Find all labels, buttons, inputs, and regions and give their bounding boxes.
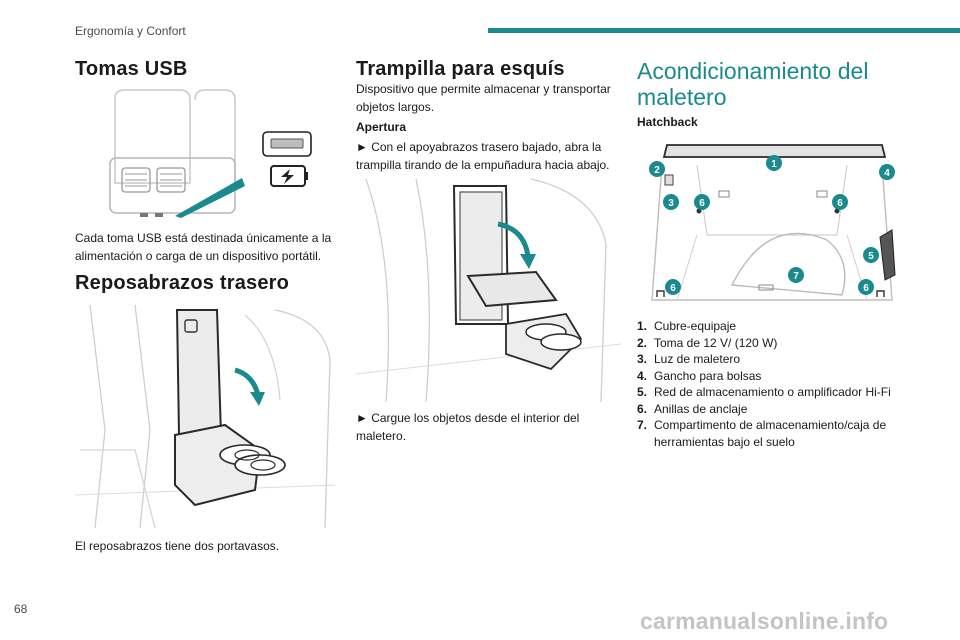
callout-6b: 6 xyxy=(832,194,848,210)
list-item: 2.Toma de 12 V/ (120 W) xyxy=(637,335,778,350)
list-item: 5.Red de almacenamiento o amplificador H… xyxy=(637,385,891,399)
armrest-title: Reposabrazos trasero xyxy=(75,272,290,294)
usb-description: Cada toma USB está destinada únicamente … xyxy=(75,231,332,263)
callout-7: 7 xyxy=(788,267,804,283)
callout-6a: 6 xyxy=(694,194,710,210)
ski-hatch-intro: Dispositivo que permite almacenar y tran… xyxy=(356,82,611,114)
svg-text:3: 3 xyxy=(668,198,674,209)
list-item: 3.Luz de maletero xyxy=(637,352,741,366)
callout-2: 2 xyxy=(649,161,665,177)
callout-6c: 6 xyxy=(665,279,681,295)
load-step: ► Cargue los objetos desde el interior d… xyxy=(356,411,580,443)
list-item: 7.Compartimento de almacenamiento/caja d… xyxy=(637,418,887,449)
watermark: carmanualsonline.info xyxy=(640,608,889,634)
svg-text:2: 2 xyxy=(654,165,660,176)
svg-text:6: 6 xyxy=(837,198,843,209)
callout-3: 3 xyxy=(663,194,679,210)
armrest-description: El reposabrazos tiene dos portavasos. xyxy=(75,539,280,553)
hatchback-subtitle: Hatchback xyxy=(637,115,698,129)
list-item: 4.Gancho para bolsas xyxy=(637,368,762,383)
ski-hatch-title: Trampilla para esquís xyxy=(356,58,565,80)
section-header: Ergonomía y Confort xyxy=(75,24,186,38)
opening-subtitle: Apertura xyxy=(356,120,407,134)
header-accent-bar xyxy=(488,28,960,33)
svg-text:5: 5 xyxy=(868,251,874,262)
list-item: 1.Cubre-equipaje xyxy=(637,319,737,333)
callout-1: 1 xyxy=(766,155,782,171)
callout-6d: 6 xyxy=(858,279,874,295)
svg-text:6: 6 xyxy=(699,198,705,209)
trunk-callouts: 1 2 3 4 5 6 6 7 6 6 xyxy=(637,135,902,315)
trunk-items-list: 1.Cubre-equipaje 2.Toma de 12 V/ (120 W)… xyxy=(637,318,899,450)
page-number: 68 xyxy=(14,602,28,616)
usb-illustration xyxy=(95,88,315,223)
svg-text:7: 7 xyxy=(793,271,799,282)
opening-step: ► Con el apoyabrazos trasero bajado, abr… xyxy=(356,140,610,172)
list-item: 6.Anillas de anclaje xyxy=(637,401,748,416)
usb-title: Tomas USB xyxy=(75,58,188,80)
svg-text:6: 6 xyxy=(863,283,869,294)
trunk-title: Acondicionamiento del maletero xyxy=(637,58,869,110)
ski-hatch-illustration xyxy=(356,174,621,402)
svg-text:1: 1 xyxy=(771,159,777,170)
armrest-illustration xyxy=(75,300,335,528)
svg-text:4: 4 xyxy=(884,168,890,179)
svg-text:6: 6 xyxy=(670,283,676,294)
callout-5: 5 xyxy=(863,247,879,263)
callout-4: 4 xyxy=(879,164,895,180)
